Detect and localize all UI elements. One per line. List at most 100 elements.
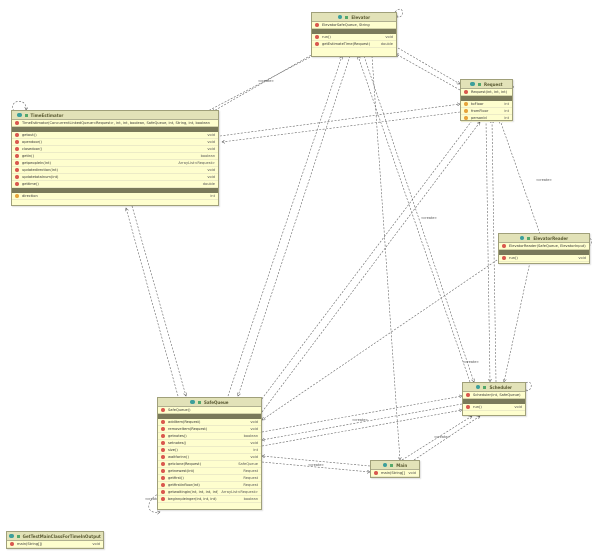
- method-row: getfirst()Request: [158, 475, 261, 482]
- section-divider: [312, 29, 396, 34]
- method-name: run(): [473, 405, 482, 409]
- method-name: getEstimateTime(Request): [322, 42, 370, 46]
- method-icon: [374, 471, 378, 475]
- visibility-icon: [527, 236, 531, 240]
- method-type: Request: [243, 469, 258, 473]
- edge-queue-elevator: [227, 56, 342, 397]
- method-name: addItem(Request): [168, 420, 201, 424]
- edge-queue-main: [261, 461, 370, 472]
- edge-queue-self: [148, 492, 160, 512]
- field-name: direction: [22, 194, 38, 198]
- field-type: int: [210, 194, 215, 198]
- method-name: getout(): [22, 133, 37, 137]
- method-icon: [161, 408, 165, 412]
- section-divider: [461, 96, 512, 101]
- class-icon: [190, 399, 195, 405]
- method-icon: [161, 420, 165, 424]
- field-row: personId int: [461, 115, 512, 122]
- section-divider: [463, 399, 525, 404]
- method-type: void: [207, 168, 215, 172]
- field-name: toFloor: [471, 102, 484, 106]
- method-type: int: [253, 448, 258, 452]
- method-icon: [161, 427, 165, 431]
- method-icon: [161, 448, 165, 452]
- edge-request-scheduler: [485, 119, 490, 382]
- class-safe-queue[interactable]: SafeQueue SafeQueue() addItem(Request)vo…: [157, 397, 262, 510]
- class-elevator[interactable]: Elevator ElevatorSafeQueue, String run()…: [311, 12, 397, 57]
- edge-scheduler-queue: [262, 403, 463, 440]
- method-name: gettime(): [22, 182, 39, 186]
- edge-queue-estimator: [126, 208, 179, 397]
- method-row: gettime()double: [12, 181, 218, 188]
- method-row: addItem(Request)void: [158, 419, 261, 426]
- method-name: opendoor(): [22, 140, 42, 144]
- visibility-icon: [477, 82, 481, 86]
- method-row: getnewest(int)Request: [158, 468, 261, 475]
- class-main[interactable]: Main main(String[])void: [370, 460, 420, 478]
- method-name: getfirst(): [168, 476, 184, 480]
- section-divider: [12, 127, 218, 132]
- edge-estimator-elevator: [205, 54, 316, 113]
- method-type: void: [578, 256, 586, 260]
- edge-request-elevator: [396, 54, 461, 91]
- method-icon: [161, 462, 165, 466]
- method-type: boolean: [243, 497, 258, 501]
- method-row: getEstimateTime(Request)double: [312, 41, 396, 48]
- edge-request-self: [505, 82, 514, 92]
- method-type: void: [250, 427, 258, 431]
- method-row: getnotes()boolean: [158, 433, 261, 440]
- field-row: toFloor int: [461, 101, 512, 108]
- method-icon: [464, 90, 468, 94]
- class-header: Scheduler: [463, 383, 525, 392]
- method-row: getfirstinfloor(int)Request: [158, 482, 261, 489]
- field-name: personId: [471, 116, 487, 120]
- field-icon: [464, 109, 468, 113]
- field-type: int: [504, 102, 509, 106]
- method-name: waitforinn(): [168, 455, 189, 459]
- edge-label-elevator-scheduler: «create»: [421, 216, 437, 220]
- method-row: updatetotalnum(int)void: [12, 174, 218, 181]
- field-type: int: [504, 116, 509, 120]
- method-icon: [161, 497, 165, 501]
- class-time-estimator[interactable]: TimeEstimator TimeEstimator(ConcurrentLi…: [11, 110, 219, 206]
- edge-elevator-request: [397, 47, 460, 84]
- edge-queue-scheduler-2: [261, 410, 462, 447]
- edge-main-scheduler-2: [413, 416, 480, 461]
- method-name: updatedirection(int): [22, 168, 58, 172]
- constructor-row: SafeQueue(): [158, 407, 261, 414]
- class-name: ElevatorReader: [533, 235, 569, 241]
- class-icon: [470, 81, 475, 87]
- method-row: getclone(Request)SafeQueue: [158, 461, 261, 468]
- method-row: waitforinn()void: [158, 454, 261, 461]
- edge-queue-scheduler: [261, 396, 462, 433]
- edge-scheduler-self: [523, 381, 532, 391]
- method-name: size(): [168, 448, 178, 452]
- method-type: void: [514, 405, 522, 409]
- method-row: beginnpleinger(int, int, int)boolean: [158, 496, 261, 503]
- class-name: Main: [396, 462, 408, 468]
- method-icon: [161, 455, 165, 459]
- class-elevator-reader[interactable]: ElevatorReader ElevatorReader(SafeQueue,…: [498, 233, 590, 264]
- class-test-main[interactable]: GetTestMainClassForTimeInOutput main(Str…: [6, 531, 104, 549]
- method-icon: [161, 441, 165, 445]
- method-name: run(): [322, 35, 331, 39]
- class-icon: [382, 462, 388, 468]
- method-name: run(): [509, 256, 518, 260]
- field-icon: [464, 102, 468, 106]
- visibility-icon: [197, 400, 201, 404]
- field-icon: [464, 116, 468, 120]
- method-row: getwaitingin(int, int, int, int)ArrayLis…: [158, 489, 261, 496]
- method-type: void: [207, 147, 215, 151]
- edge-request-queue: [258, 117, 475, 404]
- method-name: closedoor(): [22, 147, 43, 151]
- edge-label-queue-self: «create»: [145, 497, 161, 501]
- constructor-row: Request(int, int, int): [461, 89, 512, 96]
- constructor-signature: ElevatorReader(SafeQueue, ElevatorInput): [509, 244, 586, 248]
- method-type: ArrayList<Request>: [221, 490, 258, 494]
- class-scheduler[interactable]: Scheduler Scheduler(int, SafeQueue) run(…: [462, 382, 526, 416]
- method-icon: [502, 244, 506, 248]
- method-name: getfirstinfloor(int): [168, 483, 200, 487]
- method-name: removeItem(Request): [168, 427, 208, 431]
